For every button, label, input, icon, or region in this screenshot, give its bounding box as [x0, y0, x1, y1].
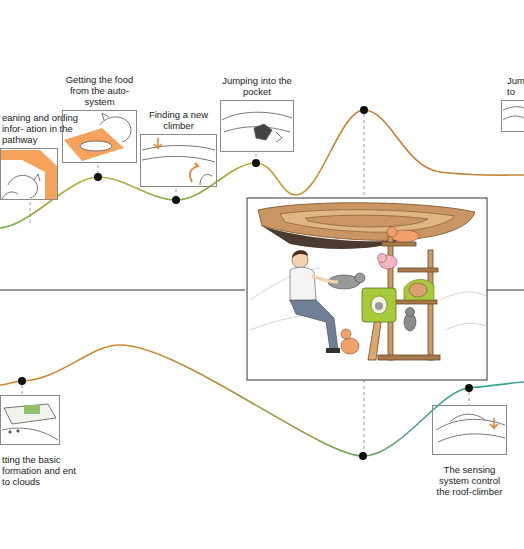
step-caption: eaning and ording infor- ation in the pa…	[2, 112, 90, 145]
step-caption: Jumping into the pocket	[217, 75, 297, 97]
step-card: Jum to	[501, 75, 524, 132]
sketch-frame	[0, 395, 60, 445]
step-card: Jumping into the pocket	[217, 75, 297, 152]
sketch-frame	[0, 148, 58, 200]
step-caption: Finding a new climber	[139, 109, 219, 131]
sketch-frame	[140, 134, 217, 187]
step-card: eaning and ording infor- ation in the pa…	[0, 112, 90, 200]
step-caption: Getting the food from the auto-system	[60, 74, 140, 107]
step-caption: tting the basic formation and ent to clo…	[2, 454, 82, 487]
sketch-frame	[62, 110, 137, 163]
sketch-frame	[501, 100, 524, 132]
sketch-frame	[220, 100, 294, 152]
step-caption: The sensing system control the roof-clim…	[432, 464, 508, 497]
step-sketches	[0, 107, 524, 442]
step-card: Finding a new climber	[139, 109, 219, 187]
cat-room-illustration	[247, 198, 487, 380]
step-card: Getting the food from the auto-system	[60, 74, 140, 163]
step-card: tting the basic formation and ent to clo…	[0, 395, 82, 487]
sketch-frame	[432, 405, 507, 455]
step-card: The sensing system control the roof-clim…	[432, 405, 508, 497]
step-caption: Jum to	[507, 75, 524, 97]
